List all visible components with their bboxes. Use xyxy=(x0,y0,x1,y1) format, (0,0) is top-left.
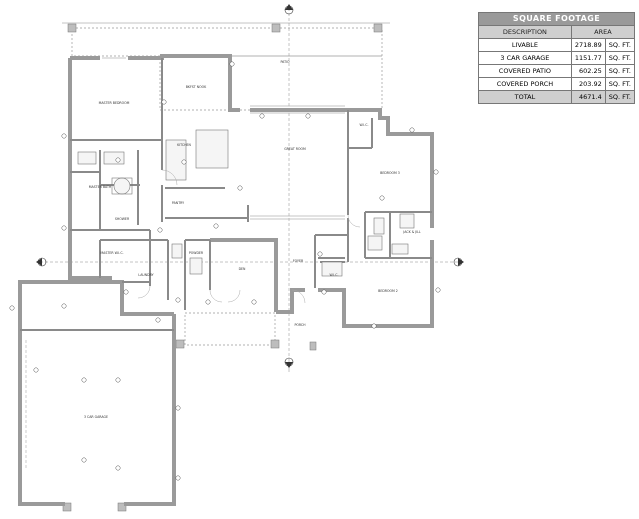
total-row: TOTAL 4671.4 SQ. FT. xyxy=(478,90,636,104)
room-shower: SHOWER xyxy=(115,217,130,221)
room-bedroom-3: BEDROOM 3 xyxy=(380,171,400,175)
row-description: TOTAL xyxy=(478,90,572,104)
row-unit: SQ. FT. xyxy=(604,90,636,104)
room-wic-top: W.I.C. xyxy=(360,123,369,127)
room-powder: POWDER xyxy=(189,251,204,255)
room-breakfast-nook: BKFST NOOK xyxy=(186,85,207,89)
table-row: LIVABLE 2718.89 SQ. FT. xyxy=(478,38,636,52)
room-master-wic: MASTER W.I.C. xyxy=(100,251,123,255)
row-unit: SQ. FT. xyxy=(604,51,636,65)
row-unit: SQ. FT. xyxy=(604,64,636,78)
row-description: 3 CAR GARAGE xyxy=(478,51,572,65)
room-wic-bottom: W.I.C. xyxy=(330,273,339,277)
kitchen-island xyxy=(195,129,229,169)
description-header: DESCRIPTION xyxy=(478,25,572,39)
room-laundry: LAUNDRY xyxy=(138,273,153,277)
bathtub xyxy=(113,177,131,195)
room-pantry: PANTRY xyxy=(172,201,184,205)
room-patio: PATIO xyxy=(280,60,290,64)
row-value: 602.25 xyxy=(570,64,606,78)
room-jack-jill: JACK & JILL xyxy=(402,230,420,234)
row-value: 4671.4 xyxy=(570,90,606,104)
table-row: 3 CAR GARAGE 1151.77 SQ. FT. xyxy=(478,51,636,65)
row-unit: SQ. FT. xyxy=(604,38,636,52)
room-great-room: GREAT ROOM xyxy=(284,147,306,151)
room-bedroom-2: BEDROOM 2 xyxy=(378,289,398,293)
row-value: 1151.77 xyxy=(570,51,606,65)
room-den: DEN xyxy=(239,267,246,271)
row-description: COVERED PATIO xyxy=(478,64,572,78)
room-master-bath: MASTER BATH xyxy=(89,185,112,189)
room-foyer: FOYER xyxy=(293,259,304,263)
room-garage: 3 CAR GARAGE xyxy=(84,415,108,419)
table-row: COVERED PORCH 203.92 SQ. FT. xyxy=(478,77,636,91)
table-row: COVERED PATIO 602.25 SQ. FT. xyxy=(478,64,636,78)
row-value: 203.92 xyxy=(570,77,606,91)
square-footage-table: SQUARE FOOTAGE DESCRIPTION AREA LIVABLE … xyxy=(478,12,636,104)
row-value: 2718.89 xyxy=(570,38,606,52)
row-unit: SQ. FT. xyxy=(604,77,636,91)
square-footage-title: SQUARE FOOTAGE xyxy=(478,12,635,26)
room-master-bedroom: MASTER BEDROOM xyxy=(99,101,130,105)
area-header: AREA xyxy=(570,25,636,39)
row-description: LIVABLE xyxy=(478,38,572,52)
room-kitchen: KITCHEN xyxy=(177,143,191,147)
room-porch: PORCH xyxy=(294,323,306,327)
row-description: COVERED PORCH xyxy=(478,77,572,91)
